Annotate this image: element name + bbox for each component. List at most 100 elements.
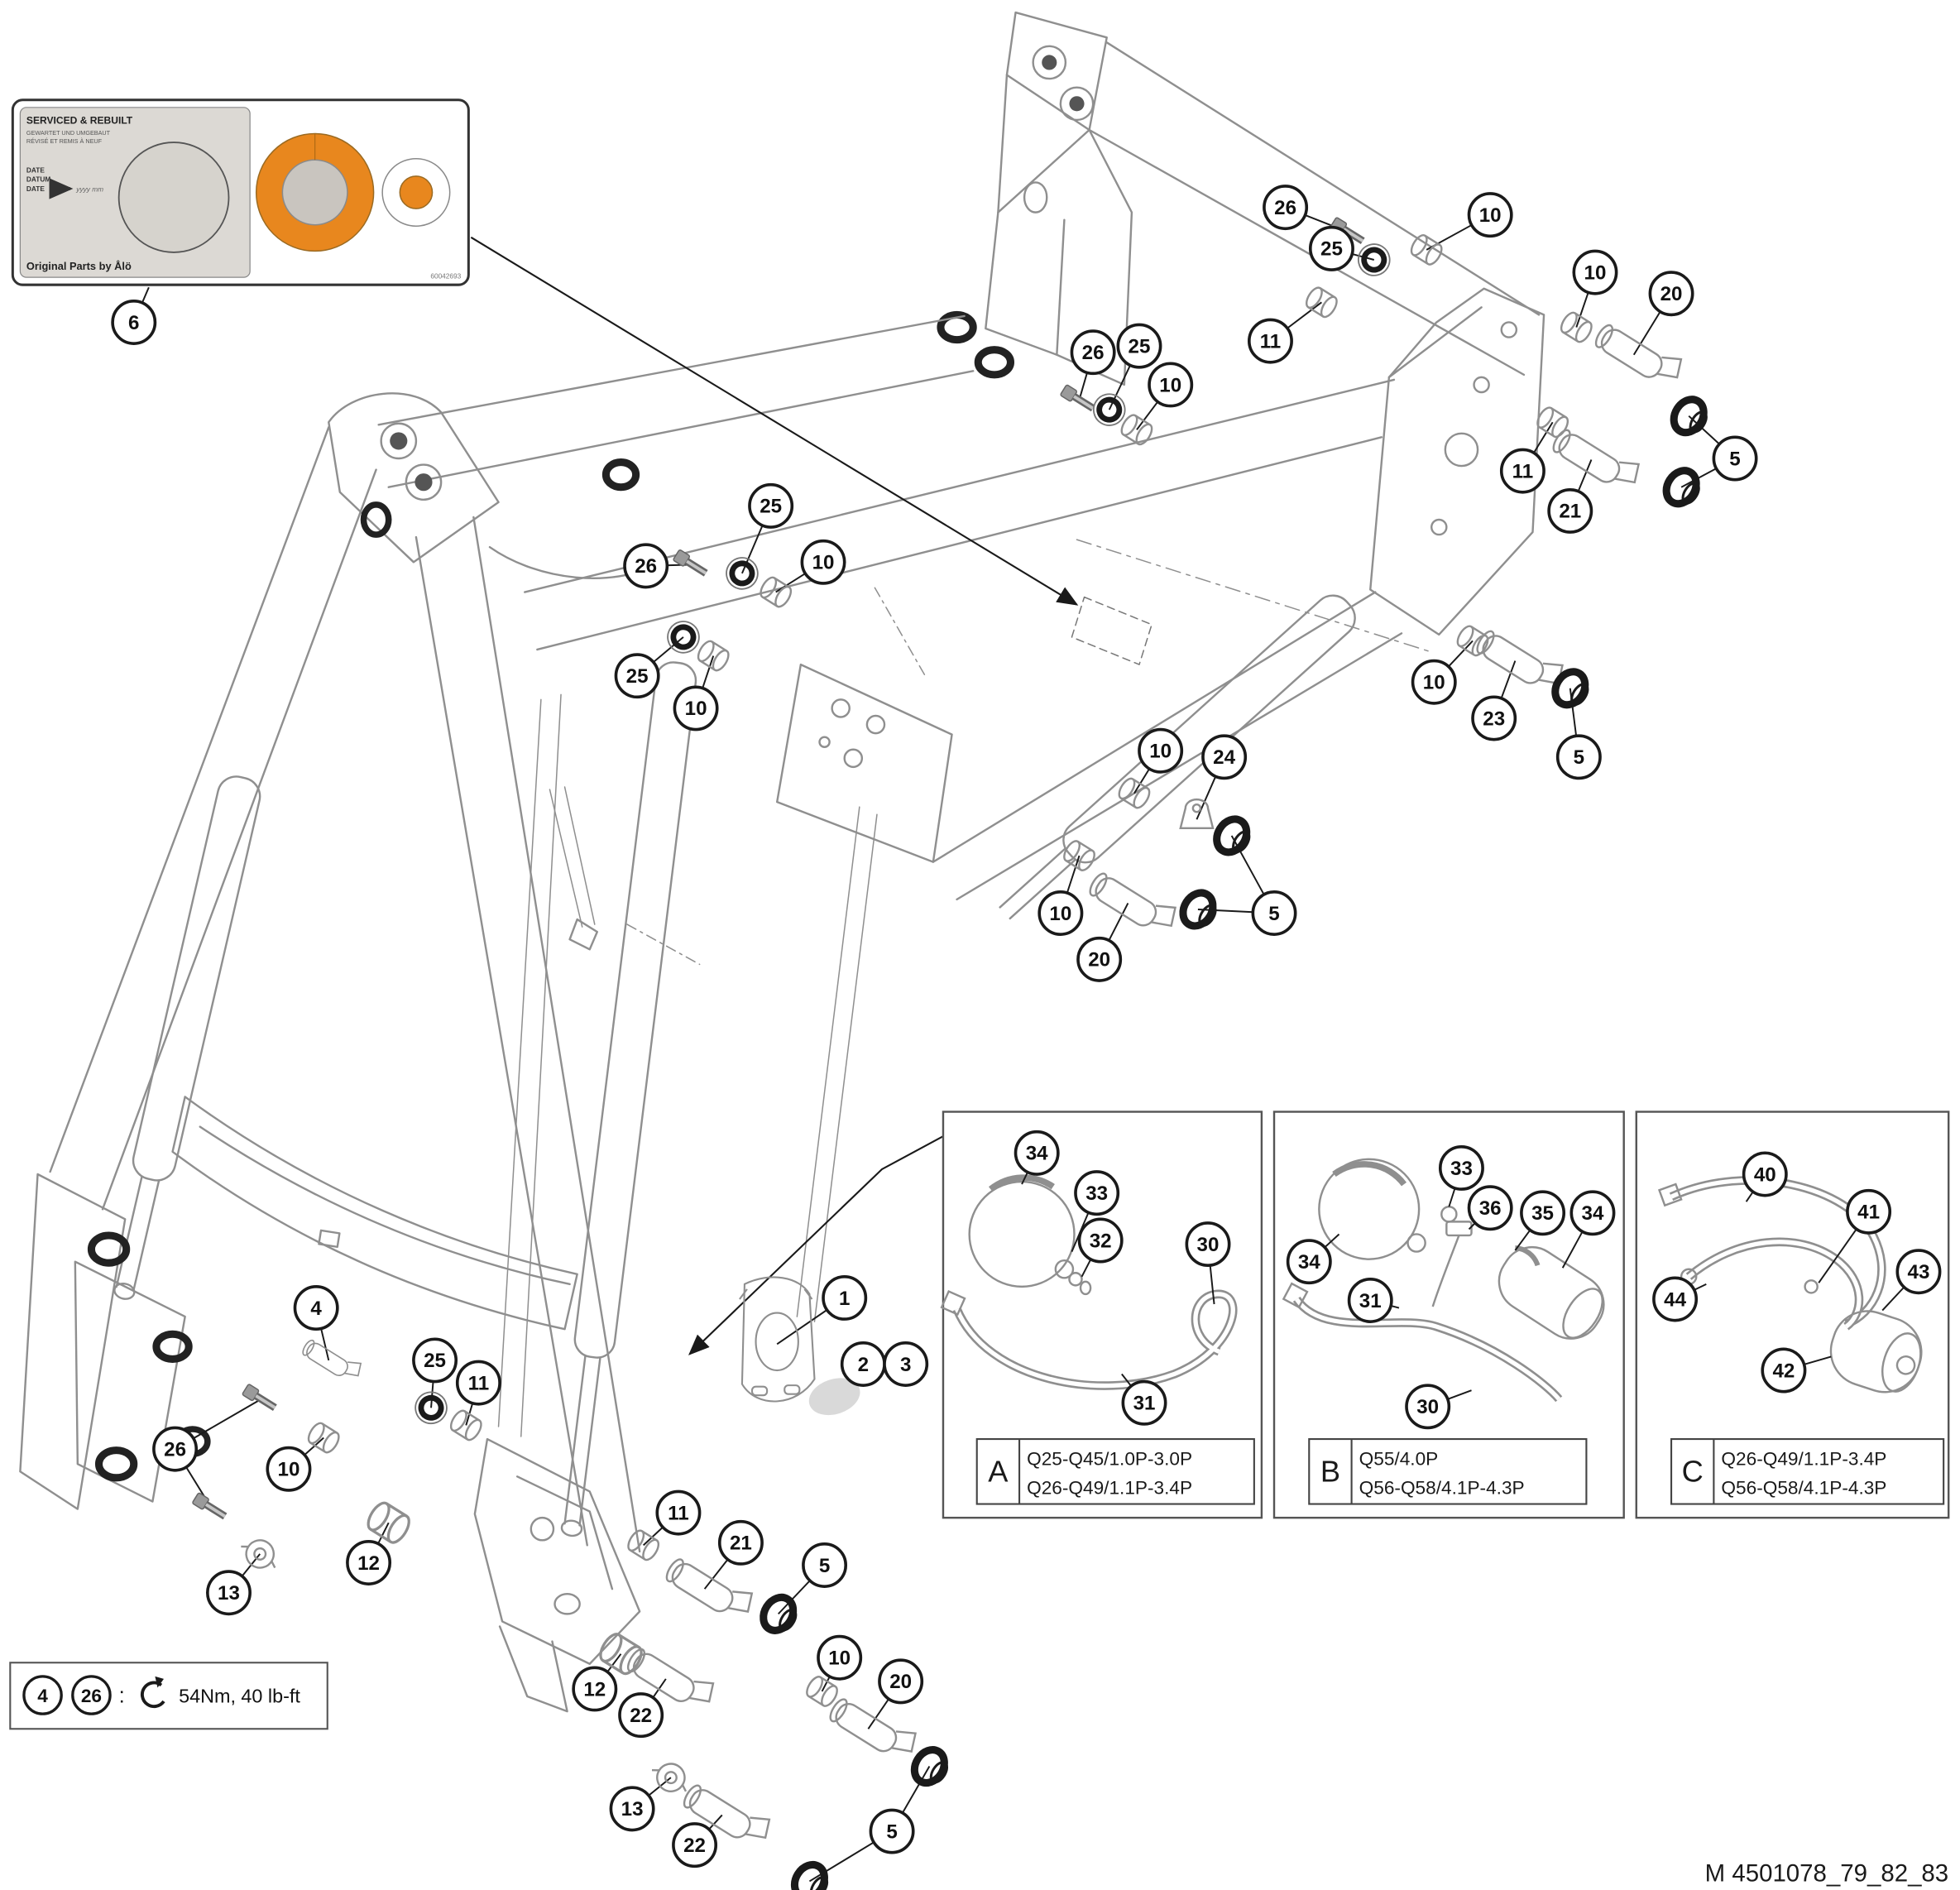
sticker-date-label-en: DATE (26, 165, 45, 174)
callout-11: 11 (1248, 318, 1293, 364)
callout-label: 33 (1085, 1182, 1108, 1205)
callout-22: 22 (618, 1692, 664, 1739)
torque-icon (140, 1676, 165, 1709)
inset-b-letter: B (1320, 1454, 1340, 1488)
callout-label: 5 (819, 1555, 830, 1577)
part-20 (1085, 862, 1182, 941)
callout-label: 5 (1729, 448, 1740, 470)
callout-11: 11 (455, 1360, 501, 1406)
callout-label: 3 (900, 1354, 911, 1376)
callout-5: 5 (1251, 890, 1297, 936)
callout-label: 32 (1090, 1230, 1112, 1252)
callout-label: 12 (583, 1678, 606, 1701)
part-5 (757, 1592, 802, 1638)
callout-10: 10 (673, 685, 719, 732)
callout-label: 4 (310, 1298, 322, 1320)
callout-label: 34 (1582, 1202, 1604, 1225)
callout-label: 10 (828, 1648, 851, 1670)
callout-12: 12 (346, 1540, 392, 1585)
part-25 (1353, 238, 1396, 281)
callout-label: 6 (128, 312, 139, 334)
callout-label: 10 (812, 552, 835, 574)
callout-10: 10 (817, 1634, 863, 1681)
callout-4: 4 (293, 1285, 339, 1331)
part-5 (908, 1744, 953, 1791)
callout-21: 21 (1547, 487, 1593, 534)
serviced-rebuilt-sticker: SERVICED & REBUILT GEWARTET UND UMGEBAUT… (11, 98, 470, 286)
callout-label: 30 (1416, 1396, 1439, 1418)
callout-label: 25 (424, 1350, 446, 1372)
callout-33: 33 (1074, 1170, 1120, 1216)
callout-label: 42 (1772, 1360, 1795, 1382)
callout-35: 35 (1520, 1190, 1566, 1236)
callout-11: 11 (655, 1489, 702, 1536)
sticker-date-format: yyyy mm (75, 185, 103, 194)
inset-pointer-arrow (688, 1133, 947, 1355)
callout-10: 10 (1572, 249, 1618, 295)
callout-label: 22 (683, 1835, 706, 1857)
callout-label: 5 (1574, 746, 1584, 769)
part-11 (1302, 284, 1341, 321)
callout-label: 26 (1082, 342, 1105, 364)
inset-a-letter: A (988, 1454, 1009, 1488)
inset-a-drawing (940, 1174, 1238, 1390)
callout-label: 30 (1197, 1234, 1220, 1256)
inset-b-drawing (1282, 1158, 1605, 1403)
pointer-arrows (470, 236, 1079, 1355)
callout-label: 10 (685, 698, 707, 720)
callout-label: 35 (1531, 1202, 1554, 1225)
callout-label: 36 (1479, 1197, 1502, 1220)
callout-5: 5 (1712, 435, 1758, 482)
callout-34: 34 (1569, 1190, 1616, 1236)
callout-label: 25 (1320, 238, 1343, 261)
callout-43: 43 (1895, 1249, 1942, 1295)
exploded-parts-layer (192, 217, 1713, 1890)
callout-label: 41 (1857, 1202, 1880, 1224)
torque-value: 54Nm, 40 lb-ft (179, 1686, 300, 1707)
callout-25: 25 (614, 653, 660, 699)
callout-label: 11 (1260, 330, 1282, 353)
callout-26: 26 (1070, 329, 1116, 376)
inset-b-table: B Q55/4.0P Q56-Q58/4.1P-4.3P (1308, 1437, 1588, 1505)
callout-label: 24 (1213, 746, 1235, 769)
callout-30: 30 (1185, 1221, 1231, 1268)
callout-label: 21 (730, 1533, 752, 1555)
callout-label: 23 (1483, 708, 1505, 730)
part-10 (1407, 231, 1446, 268)
sticker-pointer-arrow (470, 236, 1079, 606)
sticker-subtitle-fr: RÉVISÉ ET REMIS À NEUF (26, 137, 103, 145)
month-dial (381, 157, 451, 227)
callout-21: 21 (717, 1519, 764, 1566)
callout-22: 22 (672, 1822, 718, 1868)
callout-31: 31 (1347, 1278, 1393, 1323)
part-10 (1117, 411, 1157, 449)
callout-1: 1 (822, 1274, 868, 1321)
callout-label: 20 (889, 1671, 912, 1693)
callout-13: 13 (609, 1786, 655, 1832)
callout-label: 34 (1298, 1251, 1320, 1274)
callout-label: 44 (1664, 1288, 1686, 1311)
torque-separator: : (119, 1685, 125, 1708)
callout-label: 5 (886, 1820, 897, 1843)
callout-10: 10 (1148, 362, 1194, 408)
sticker-title: SERVICED & REBUILT (26, 114, 133, 126)
part-20 (1591, 314, 1688, 392)
torque-callout-26 (71, 1675, 112, 1715)
part-5 (788, 1859, 833, 1890)
callout-label: 34 (1026, 1143, 1048, 1165)
callout-5: 5 (869, 1808, 915, 1854)
callout-25: 25 (1308, 225, 1354, 271)
callout-label: 25 (760, 496, 782, 518)
callout-34: 34 (1286, 1239, 1332, 1285)
callout-label: 25 (626, 665, 649, 688)
callout-10: 10 (266, 1446, 312, 1492)
callout-label: 20 (1088, 949, 1110, 971)
callout-10: 10 (1038, 890, 1084, 936)
sticker-number: 60042693 (430, 272, 461, 281)
inset-c-code-2: Q56-Q58/4.1P-4.3P (1721, 1477, 1886, 1498)
callout-41: 41 (1846, 1188, 1892, 1235)
callout-26: 26 (623, 543, 669, 589)
torque-callout-4-label: 4 (37, 1686, 48, 1706)
callout-13: 13 (206, 1570, 252, 1616)
callout-5: 5 (1555, 734, 1602, 780)
